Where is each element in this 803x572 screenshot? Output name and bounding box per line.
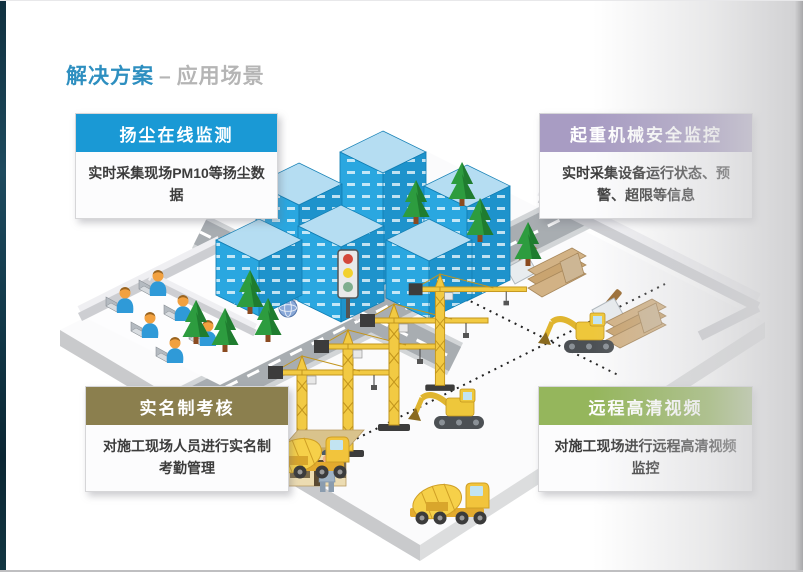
callout-body: 对施工现场人员进行实名制考勤管理 (103, 438, 271, 476)
callout-header: 起重机械安全监控 (540, 114, 752, 152)
callout-header: 实名制考核 (86, 387, 288, 425)
slide-top-border (0, 0, 803, 1)
slide-bottom-border (0, 570, 803, 572)
callout-body: 实时采集设备运行状态、预警、超限等信息 (562, 165, 730, 203)
page-title: 解决方案–应用场景 (66, 60, 265, 90)
callout-realname-check: 实名制考核 对施工现场人员进行实名制考勤管理 (85, 386, 289, 493)
callout-body: 实时采集现场PM10等扬尘数据 (88, 165, 265, 203)
slide-left-edge-decoration (0, 0, 6, 572)
callout-header: 扬尘在线监测 (76, 114, 277, 152)
site-boundary-dotted-lines (337, 283, 666, 449)
construction-materials-bricks (505, 244, 587, 298)
traffic-light (337, 249, 359, 318)
callout-dust-monitoring: 扬尘在线监测 实时采集现场PM10等扬尘数据 (75, 113, 278, 220)
callout-remote-hd-video: 远程高清视频 对施工现场进行远程高清视频监控 (538, 386, 753, 493)
title-secondary: 应用场景 (176, 65, 265, 88)
callout-crane-safety: 起重机械安全监控 实时采集设备运行状态、预警、超限等信息 (539, 113, 753, 220)
callout-header: 远程高清视频 (539, 387, 752, 425)
title-separator: – (159, 65, 172, 88)
callout-body: 对施工现场进行远程高清视频监控 (554, 438, 737, 476)
title-primary: 解决方案 (66, 65, 154, 88)
